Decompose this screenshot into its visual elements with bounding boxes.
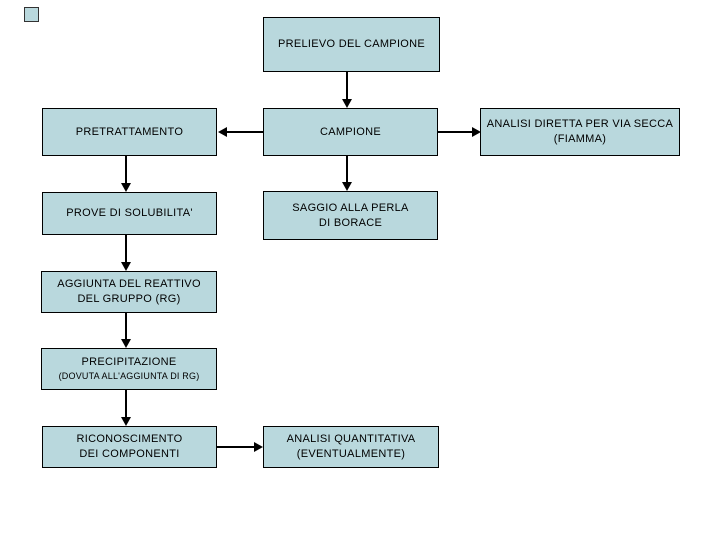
arrow-aggiunta-precipitazione-head-icon — [121, 339, 131, 348]
arrow-campione-saggio-stem — [346, 156, 348, 182]
node-label-line1: SAGGIO ALLA PERLA — [292, 201, 409, 214]
arrow-pretrattamento-prove-head-icon — [121, 183, 131, 192]
arrow-campione-analisi-stem — [438, 131, 472, 133]
node-label-line2: DEL GRUPPO (RG) — [77, 293, 181, 305]
node-prove-di-solubilita: PROVE DI SOLUBILITA' — [42, 192, 217, 235]
node-label: CAMPIONE — [319, 125, 382, 138]
node-label-line2: (DOVUTA ALL'AGGIUNTA DI RG) — [58, 371, 200, 381]
arrow-campione-pretrattamento-head-icon — [218, 127, 227, 137]
arrow-riconoscimento-quantitativa-stem — [217, 446, 254, 448]
arrow-campione-saggio-head-icon — [342, 182, 352, 191]
node-label-line2: DI BORACE — [318, 216, 383, 229]
arrow-precipitazione-riconoscimento-head-icon — [121, 417, 131, 426]
node-pretrattamento: PRETRATTAMENTO — [42, 108, 217, 156]
node-saggio-alla-perla: SAGGIO ALLA PERLA DI BORACE — [263, 191, 438, 240]
node-aggiunta-reattivo-gruppo: AGGIUNTA DEL REATTIVO DEL GRUPPO (RG) — [41, 271, 217, 313]
node-label-line1: RICONOSCIMENTO — [76, 433, 183, 445]
arrow-campione-analisi-head-icon — [472, 127, 481, 137]
arrow-precipitazione-riconoscimento-stem — [125, 390, 127, 417]
node-label-line2: (EVENTUALMENTE) — [296, 448, 406, 460]
node-analisi-quantitativa: ANALISI QUANTITATIVA (EVENTUALMENTE) — [263, 426, 439, 468]
decorative-corner-square — [24, 7, 39, 22]
arrow-pretrattamento-prove-stem — [125, 156, 127, 183]
node-label-line1: PRECIPITAZIONE — [81, 356, 177, 368]
node-label: PROVE DI SOLUBILITA' — [66, 207, 193, 219]
node-label-line2: DEI COMPONENTI — [79, 448, 180, 460]
node-label: PRELIEVO DEL CAMPIONE — [277, 38, 426, 50]
arrow-prove-aggiunta-stem — [125, 235, 127, 262]
arrow-campione-pretrattamento-stem — [227, 131, 263, 133]
arrow-prelievo-campione-head-icon — [342, 99, 352, 108]
node-precipitazione: PRECIPITAZIONE (DOVUTA ALL'AGGIUNTA DI R… — [41, 348, 217, 390]
node-label-line1: AGGIUNTA DEL REATTIVO — [57, 278, 201, 290]
arrow-prelievo-campione-stem — [346, 72, 348, 99]
node-prelievo-del-campione: PRELIEVO DEL CAMPIONE — [263, 17, 440, 72]
node-label: PRETRATTAMENTO — [75, 125, 184, 138]
node-label-line2: (FIAMMA) — [553, 133, 607, 145]
node-campione: CAMPIONE — [263, 108, 438, 156]
node-label-line1: ANALISI DIRETTA PER VIA SECCA — [486, 118, 674, 130]
node-riconoscimento-componenti: RICONOSCIMENTO DEI COMPONENTI — [42, 426, 217, 468]
arrow-riconoscimento-quantitativa-head-icon — [254, 442, 263, 452]
node-label-line1: ANALISI QUANTITATIVA — [286, 433, 416, 445]
node-analisi-diretta-via-secca: ANALISI DIRETTA PER VIA SECCA (FIAMMA) — [480, 108, 680, 156]
arrow-aggiunta-precipitazione-stem — [125, 313, 127, 339]
arrow-prove-aggiunta-head-icon — [121, 262, 131, 271]
